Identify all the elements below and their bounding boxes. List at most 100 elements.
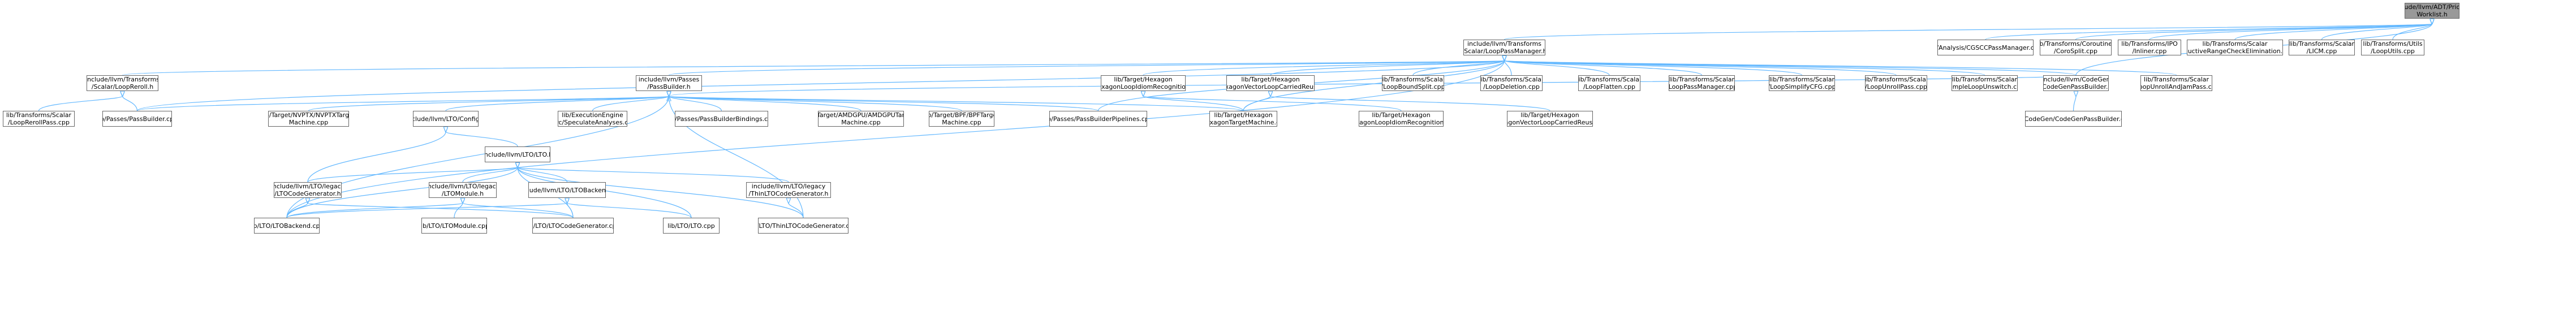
edge-hexidiom-h-to-hextm [1143,96,1244,111]
graph-node-codegenpassbuilder-cpp[interactable]: lib/CodeGen/CodeGenPassBuilder.cpp [2025,111,2122,127]
graph-node-passbuilder-h[interactable]: include/llvm/Passes /PassBuilder.h [636,75,702,91]
edge-ltomodule-h-to-ltomodule-cpp [454,203,463,218]
graph-node-ltocodegen-h[interactable]: include/llvm/LTO/legacy /LTOCodeGenerato… [274,182,342,198]
edge-root-to-licm [2321,24,2432,40]
graph-node-passbuilder-cpp[interactable]: lib/Passes/PassBuilder.cpp [102,111,172,127]
edge-passbuilder-h-to-orc [592,96,669,111]
edge-lto-h-to-ltocodegen-h [307,167,518,183]
graph-node-label: lib/CodeGen/CodeGenPassBuilder.cpp [2025,115,2121,123]
graph-node-label: lib/Target/Hexagon /HexagonVectorLoopCar… [1507,111,1593,126]
edge-lpm-to-loopboundsplit [1412,61,1505,76]
graph-node-lto-h[interactable]: include/llvm/LTO/LTO.h [485,146,550,162]
graph-node-loopunrollandjam[interactable]: lib/Transforms/Scalar /LoopUnrollAndJamP… [2140,75,2212,91]
graph-node-label: include/llvm/ADT/Priority Worklist.h [2405,3,2459,18]
edge-ltocodegen-h-to-ltobackend-cpp [286,203,308,218]
edge-root-to-irce [2234,24,2432,40]
edge-lto-h-to-thinltocg-h [518,167,789,183]
graph-node-nvptx[interactable]: lib/Target/NVPTX/NVPTXTarget Machine.cpp [268,111,349,127]
edge-ltomodule-h-to-ltocodegen-cpp [463,203,574,218]
graph-node-pbpipelines[interactable]: lib/Passes/PassBuilderPipelines.cpp [1049,111,1147,127]
graph-node-label: lib/Transforms/Scalar /LICM.cpp [2289,40,2355,55]
graph-node-label: include/llvm/LTO/legacy /ThinLTOCodeGene… [748,183,829,197]
edge-lto-config-h-to-ltocodegen-h [307,132,446,183]
graph-node-label: lib/Transforms/Scalar /LoopDeletion.cpp [1480,76,1543,90]
graph-node-loopboundsplit[interactable]: lib/Transforms/Scalar /LoopBoundSplit.cp… [1382,75,1444,91]
graph-node-amdgpu[interactable]: lib/Target/AMDGPU/AMDGPUTarget Machine.c… [818,111,904,127]
graph-node-loopunrollpass[interactable]: lib/Transforms/Scalar /LoopUnrollPass.cp… [1865,75,1927,91]
graph-node-ltomodule-cpp[interactable]: lib/LTO/LTOModule.cpp [421,218,487,234]
graph-node-thinltocg-h[interactable]: include/llvm/LTO/legacy /ThinLTOCodeGene… [746,182,831,198]
graph-node-label: lib/Transforms/Scalar /LoopBoundSplit.cp… [1382,76,1444,90]
edge-lto-h-to-ltobackend-cpp [286,167,518,218]
graph-node-loopreroll-h[interactable]: include/llvm/Transforms /Scalar/LoopRero… [87,75,158,91]
graph-node-bpf[interactable]: lib/Target/BPF/BPFTarget Machine.cpp [929,111,994,127]
graph-node-lpm[interactable]: include/llvm/Transforms /Scalar/LoopPass… [1463,40,1545,55]
graph-node-loopsimplifycfg[interactable]: lib/Transforms/Scalar /LoopSimplifyCFG.c… [1769,75,1835,91]
graph-node-hexvlcr-cpp[interactable]: lib/Target/Hexagon /HexagonVectorLoopCar… [1507,111,1593,127]
graph-node-ltomodule-h[interactable]: include/llvm/LTO/legacy /LTOModule.h [429,182,497,198]
graph-node-loopdeletion[interactable]: lib/Transforms/Scalar /LoopDeletion.cpp [1480,75,1543,91]
graph-node-label: lib/Transforms/Scalar /LoopSimplifyCFG.c… [1769,76,1835,90]
edge-ltobackend-h-to-ltocodegen-cpp [567,203,574,218]
graph-node-label: lib/Transforms/Coroutines /CoroSplit.cpp [2040,40,2112,55]
graph-node-label: lib/Target/Hexagon /HexagonVectorLoopCar… [1227,76,1314,90]
graph-node-label: lib/Transforms/Scalar /SimpleLoopUnswitc… [1952,76,2018,90]
edge-ltocodegen-h-to-ltocodegen-cpp [308,203,574,218]
graph-node-lto-config-h[interactable]: include/llvm/LTO/Config.h [413,111,479,127]
graph-node-looprerollpass[interactable]: lib/Transforms/Scalar /LoopRerollPass.cp… [3,111,75,127]
edge-hexvlcr-h-to-hextm [1243,96,1270,111]
edge-lto-config-h-to-lto-h [446,132,518,147]
graph-node-label: lib/Transforms/Scalar /LoopRerollPass.cp… [6,111,72,126]
edge-loopreroll-h-to-looprerollpass [38,96,123,111]
graph-node-label: lib/Transforms/IPO /Inliner.cpp [2121,40,2178,55]
graph-node-label: lib/Target/NVPTX/NVPTXTarget Machine.cpp [269,111,349,126]
edge-loopreroll-h-to-passbuilder-cpp [123,96,138,111]
graph-node-label: lib/LTO/LTOModule.cpp [421,222,487,230]
graph-node-ltobackend-h[interactable]: include/llvm/LTO/LTOBackend.h [528,182,606,198]
graph-node-thinltocg-cpp[interactable]: lib/LTO/ThinLTOCodeGenerator.cpp [758,218,848,234]
graph-node-label: lib/Passes/PassBuilderBindings.cpp [675,115,768,123]
graph-node-label: lib/Transforms/Utils /LoopUtils.cpp [2363,40,2423,55]
graph-node-simpleloopunswitch[interactable]: lib/Transforms/Scalar /SimpleLoopUnswitc… [1952,75,2018,91]
edge-root-to-lpm [1504,24,2432,40]
graph-node-label: lib/Target/Hexagon /HexagonLoopIdiomReco… [1101,76,1186,90]
graph-node-codegenpassbuilder-h[interactable]: include/llvm/CodeGen /CodeGenPassBuilder… [2043,75,2109,91]
graph-node-label: lib/Transforms/Scalar /InductiveRangeChe… [2187,40,2283,55]
graph-node-label: lib/ExecutionEngine /Orc/SpeculateAnalys… [558,111,627,126]
graph-node-looppassmanager[interactable]: lib/Transforms/Scalar /LoopPassManager.c… [1669,75,1735,91]
graph-node-label: include/llvm/LTO/LTO.h [485,150,550,158]
graph-node-label: include/llvm/LTO/legacy /LTOModule.h [429,183,497,197]
edge-root-to-looputils [2392,24,2432,40]
graph-node-corosplit[interactable]: lib/Transforms/Coroutines /CoroSplit.cpp [2040,40,2112,55]
graph-node-label: lib/Target/Hexagon /HexagonTargetMachine… [1209,111,1277,126]
graph-node-pbbindings[interactable]: lib/Passes/PassBuilderBindings.cpp [675,111,768,127]
graph-node-licm[interactable]: lib/Transforms/Scalar /LICM.cpp [2289,40,2355,55]
graph-node-orc[interactable]: lib/ExecutionEngine /Orc/SpeculateAnalys… [558,111,627,127]
graph-node-label: lib/Passes/PassBuilderPipelines.cpp [1050,115,1147,123]
graph-node-hextm[interactable]: lib/Target/Hexagon /HexagonTargetMachine… [1209,111,1277,127]
graph-node-inliner[interactable]: lib/Transforms/IPO /Inliner.cpp [2118,40,2181,55]
graph-node-looputils[interactable]: lib/Transforms/Utils /LoopUtils.cpp [2361,40,2424,55]
edge-passbuilder-h-to-lto-config-h [445,96,669,111]
graph-node-label: include/llvm/LTO/legacy /LTOCodeGenerato… [274,183,342,197]
graph-node-ltocodegen-cpp[interactable]: lib/LTO/LTOCodeGenerator.cpp [532,218,614,234]
graph-node-cgscc[interactable]: lib/Analysis/CGSCCPassManager.cpp [1937,40,2034,55]
edge-lpm-to-loopreroll-h [122,61,1505,76]
graph-node-hexvlcr-h[interactable]: lib/Target/Hexagon /HexagonVectorLoopCar… [1226,75,1315,91]
graph-node-lto-cpp[interactable]: lib/LTO/LTO.cpp [663,218,720,234]
graph-node-label: include/llvm/Passes /PassBuilder.h [638,76,700,90]
graph-node-label: include/llvm/Transforms /Scalar/LoopPass… [1463,40,1545,55]
graph-node-hexidiom-h[interactable]: lib/Target/Hexagon /HexagonLoopIdiomReco… [1101,75,1186,91]
graph-node-label: include/llvm/CodeGen /CodeGenPassBuilder… [2043,76,2109,90]
graph-node-label: lib/LTO/ThinLTOCodeGenerator.cpp [759,222,848,230]
graph-node-loopflatten[interactable]: lib/Transforms/Scalar /LoopFlatten.cpp [1578,75,1640,91]
graph-node-irce[interactable]: lib/Transforms/Scalar /InductiveRangeChe… [2187,40,2283,55]
edge-passbuilder-h-to-hextm [669,96,1244,111]
edge-ltobackend-h-to-ltobackend-cpp [286,203,567,218]
edge-lto-h-to-ltomodule-h [462,167,518,183]
edge-lpm-to-loopdeletion [1505,61,1512,76]
edge-hexvlcr-h-to-hexvlcr-cpp [1270,96,1550,111]
graph-node-hexidiom-cpp[interactable]: lib/Target/Hexagon /HexagonLoopIdiomReco… [1359,111,1444,127]
graph-node-ltobackend-cpp[interactable]: lib/LTO/LTOBackend.cpp [254,218,320,234]
graph-node-label: lib/Transforms/Scalar /LoopFlatten.cpp [1578,76,1640,90]
